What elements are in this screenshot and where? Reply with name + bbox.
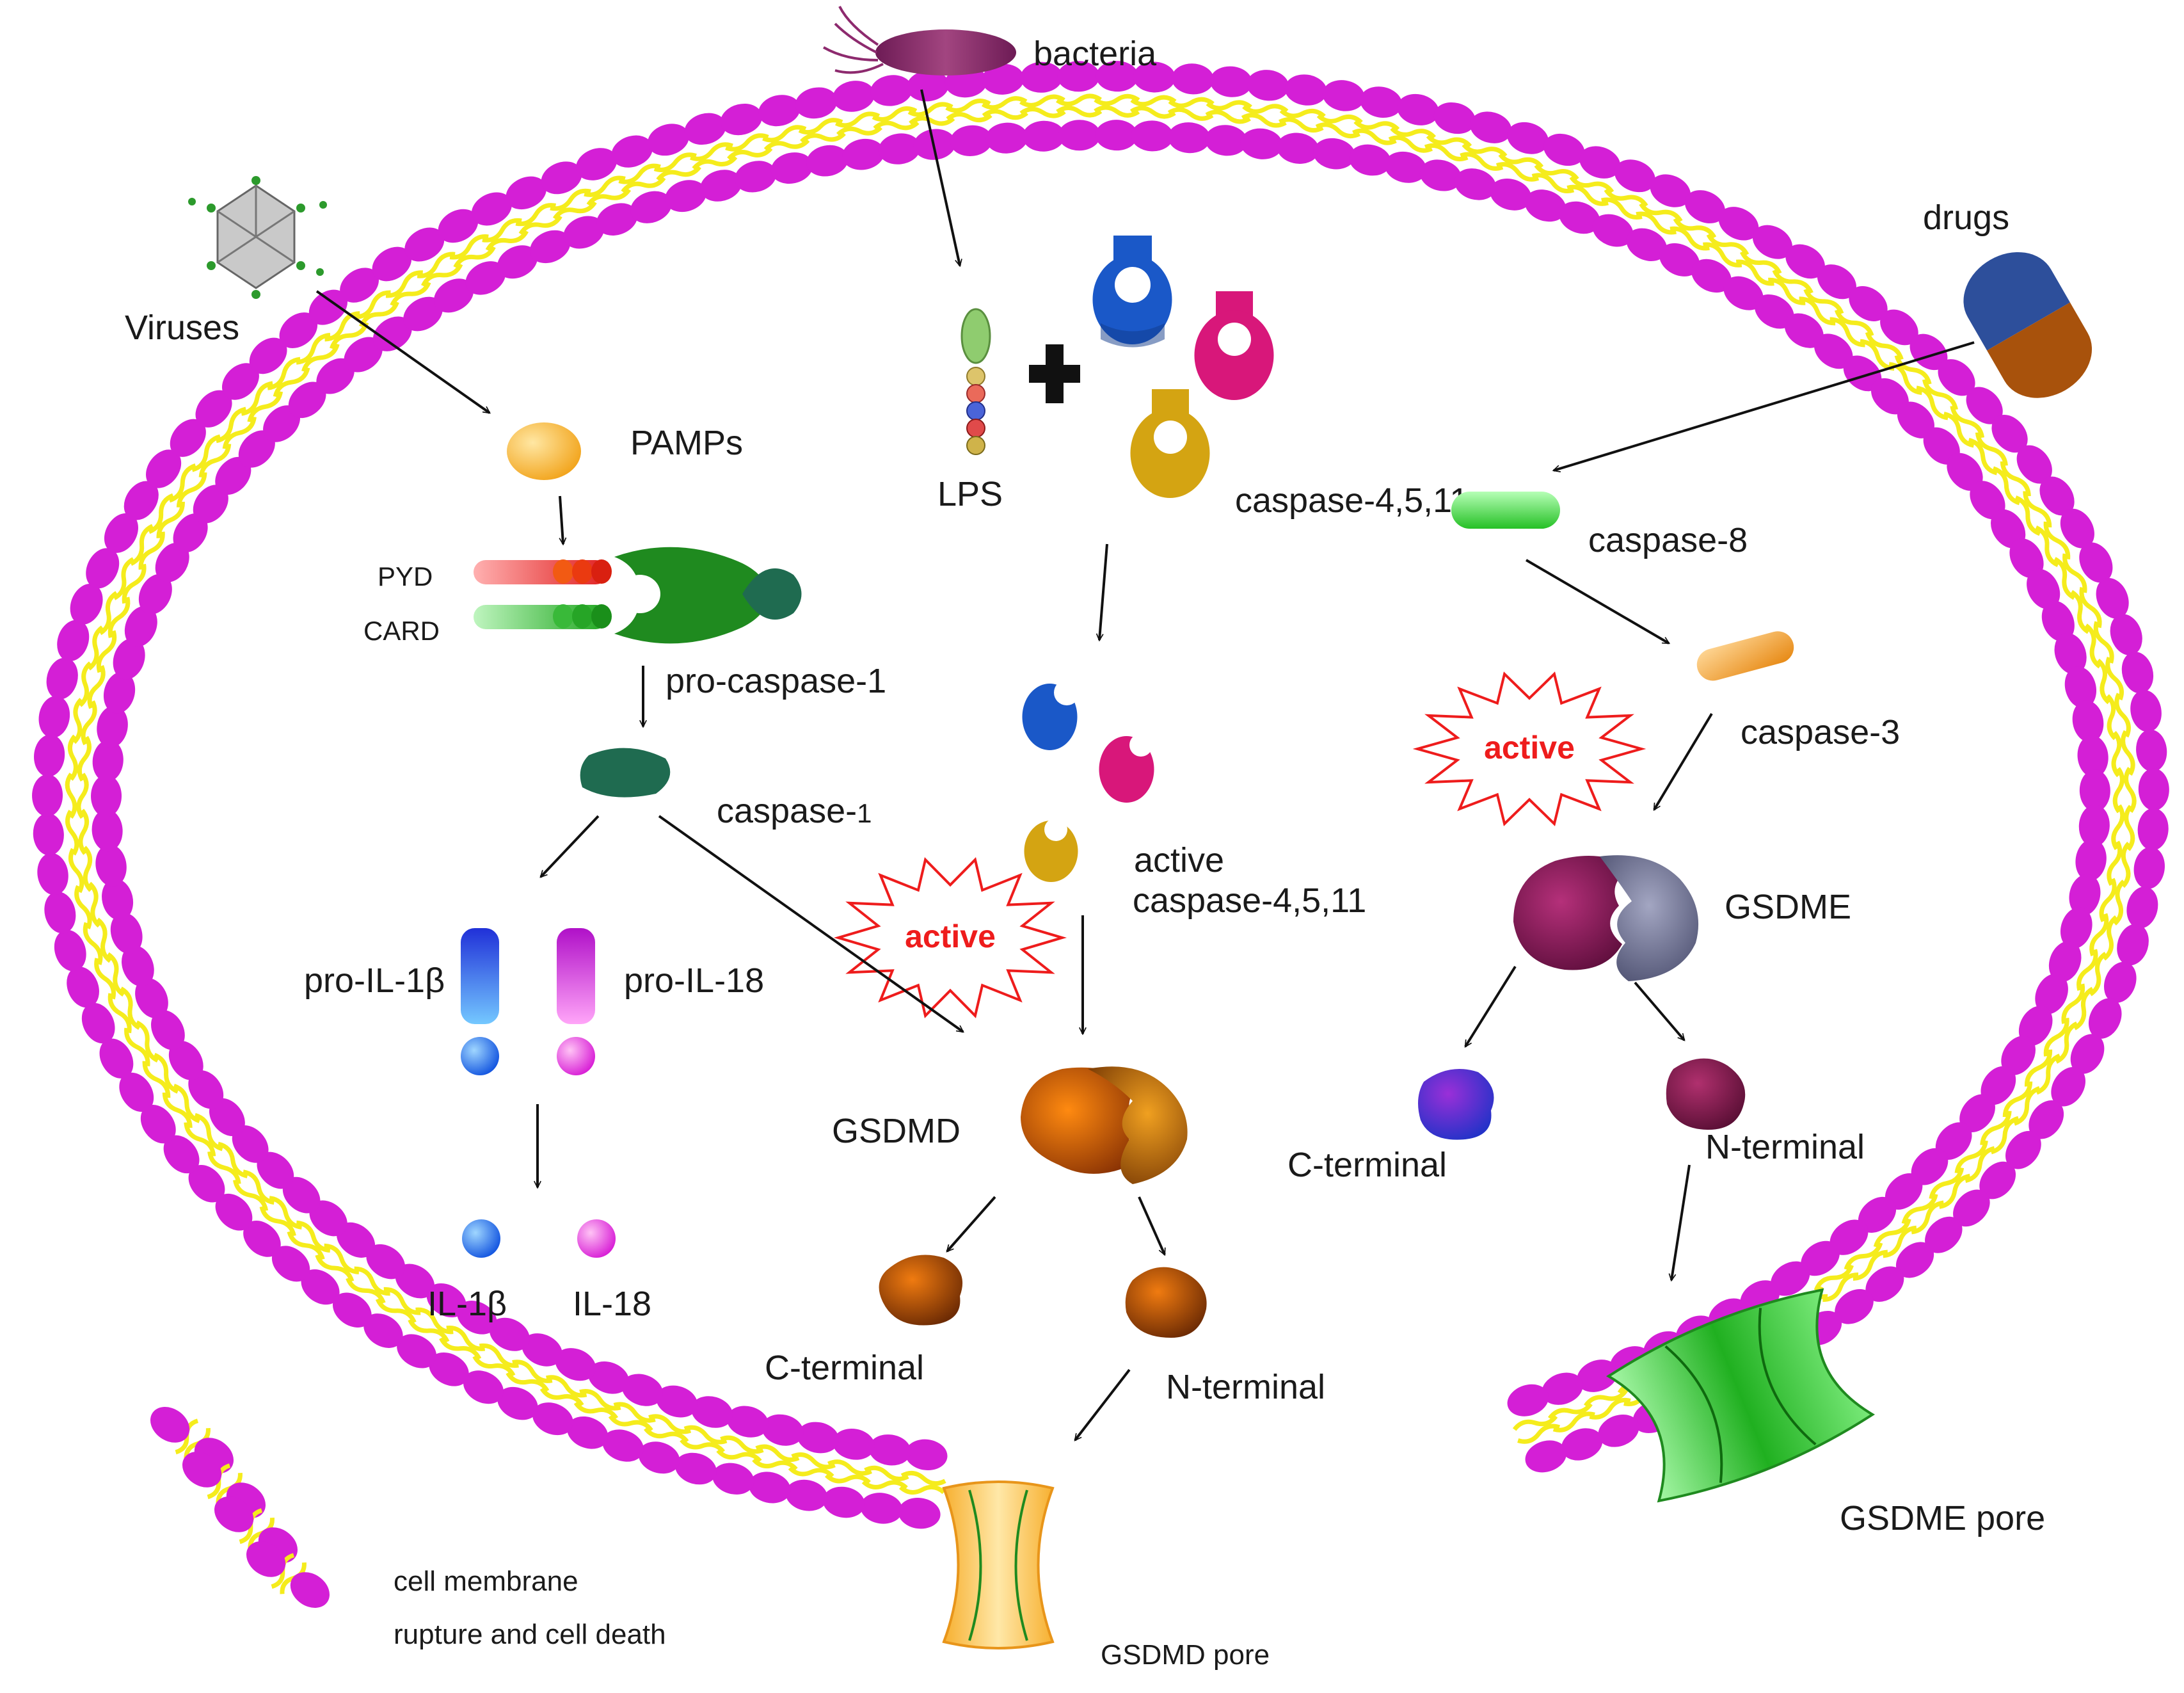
arrow-caspase1-il (541, 815, 600, 877)
rupture-label-1: cell membrane (394, 1566, 578, 1597)
active-caspase-label-2: caspase-4,5,11 (1133, 881, 1366, 920)
active-caspase5-notch (1129, 734, 1152, 757)
arrow-gsdmd-nterm (1138, 1196, 1166, 1255)
arrow-caspase1-gsdmd (658, 815, 963, 1033)
caspase1-label: caspase-1 (717, 792, 872, 830)
arrow-nterm-pore (1074, 1368, 1131, 1440)
arrow-gsdme-nterm (1634, 981, 1684, 1040)
arrow-virus-pamps (315, 290, 490, 414)
caspase8-icon (1451, 492, 1560, 529)
pro-il1b-label: pro-IL-1β (304, 961, 445, 1000)
gsdmd-c-terminal-label: C-terminal (765, 1349, 924, 1387)
il1b-label: IL-1β (427, 1285, 507, 1323)
bacteria-icon (823, 6, 1016, 76)
il18-label: IL-18 (573, 1285, 651, 1323)
arrow-caspase8-caspase3 (1525, 559, 1669, 645)
gsdmd-c-terminal-icon (879, 1255, 963, 1326)
drugs-label: drugs (1923, 198, 2009, 237)
caspase1-label-main: caspase- (717, 792, 857, 830)
pro-il1b-icon (461, 928, 499, 1075)
pamps-label: PAMPs (630, 424, 743, 462)
pro-il18-label: pro-IL-18 (624, 961, 764, 1000)
membrane-fragment (150, 1407, 330, 1608)
caspase3-label: caspase-3 (1741, 713, 1900, 751)
gsdmd-label: GSDMD (832, 1112, 960, 1150)
active-caspase11-notch (1044, 818, 1067, 841)
active-badge-right-label: active (1484, 730, 1575, 766)
active-badge-center-label: active (905, 919, 996, 954)
gsdmd-icon (1021, 1066, 1188, 1184)
il18-icon (577, 1219, 616, 1258)
gsdme-n-terminal-icon (1666, 1058, 1746, 1130)
bacteria-label: bacteria (1033, 35, 1157, 73)
gsdmd-pore-label: GSDMD pore (1101, 1639, 1270, 1671)
pro-caspase1-label: pro-caspase-1 (666, 662, 886, 700)
gsdme-n-terminal-label: N-terminal (1705, 1128, 1865, 1166)
arrow-procaspase-active (1099, 543, 1108, 640)
active-burst-right: active (1412, 671, 1646, 826)
gsdmd-pore-icon (942, 1480, 1055, 1649)
inflammasome-icon (474, 547, 802, 644)
pro-il18-icon (557, 928, 595, 1075)
pro-caspase5-icon (1194, 291, 1274, 400)
viruses-label: Viruses (125, 309, 239, 347)
gsdme-label: GSDME (1725, 888, 1851, 926)
card-label: CARD (363, 616, 440, 646)
active-burst-center: active (833, 857, 1067, 1018)
caspase1-icon (580, 748, 671, 798)
gsdme-pore-icon (1606, 1288, 1876, 1503)
arrow-bacteria-lps (920, 89, 960, 266)
pro-caspase11-icon (1130, 389, 1210, 498)
arrow-gsdmd-cterm (947, 1196, 996, 1251)
pamps-icon (507, 422, 581, 480)
pyd-label: PYD (378, 561, 433, 591)
gsdme-pore-label: GSDME pore (1840, 1499, 2045, 1537)
lps-icon (960, 308, 991, 455)
active-caspase4-notch (1054, 680, 1080, 705)
arrow-pamps-inflammasome (559, 495, 563, 544)
arrow-drugs-caspase (1554, 341, 1975, 470)
gsdme-c-terminal-label: C-terminal (1287, 1146, 1447, 1184)
caspase1-label-sub: 1 (857, 798, 872, 828)
il1b-icon (462, 1219, 500, 1258)
plus-icon (1029, 344, 1080, 403)
gsdmd-n-terminal-icon (1125, 1267, 1207, 1338)
lps-label: LPS (937, 475, 1003, 513)
drug-capsule-icon (1963, 252, 2092, 398)
caspase3-icon (1696, 631, 1794, 681)
rupture-label-2: rupture and cell death (394, 1619, 666, 1650)
arrow-caspase3-gsdme (1653, 712, 1713, 810)
pathway-arrows (315, 89, 1975, 1440)
gsdmd-n-terminal-label: N-terminal (1166, 1368, 1325, 1406)
active-caspase-label-1: active (1134, 841, 1224, 879)
arrow-gsdme-cterm (1464, 965, 1517, 1047)
caspase-4-5-11-label: caspase-4,5,11 (1235, 481, 1469, 520)
arrow-nterm-gsdme-pore (1671, 1164, 1691, 1280)
virus-icon (188, 176, 327, 299)
gsdme-c-terminal-icon (1418, 1069, 1494, 1140)
gsdme-icon (1513, 855, 1699, 981)
pro-caspase4-icon (1092, 236, 1172, 348)
caspase8-label: caspase-8 (1588, 521, 1748, 559)
